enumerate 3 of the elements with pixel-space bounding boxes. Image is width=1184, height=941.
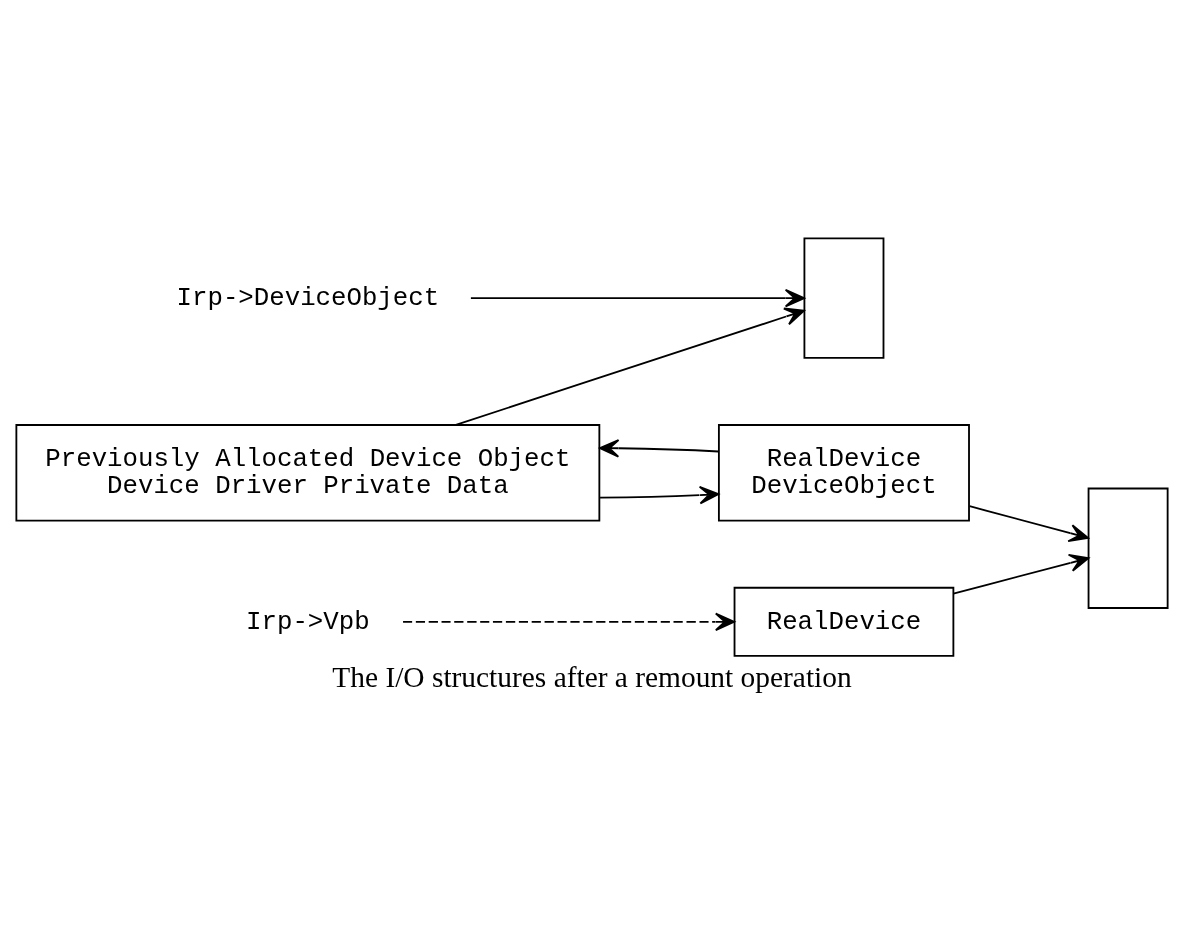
node-text: Irp->Vpb [246, 607, 370, 637]
caption: The I/O structures after a remount operation [332, 660, 852, 693]
node-text: Irp->DeviceObject [176, 283, 440, 313]
